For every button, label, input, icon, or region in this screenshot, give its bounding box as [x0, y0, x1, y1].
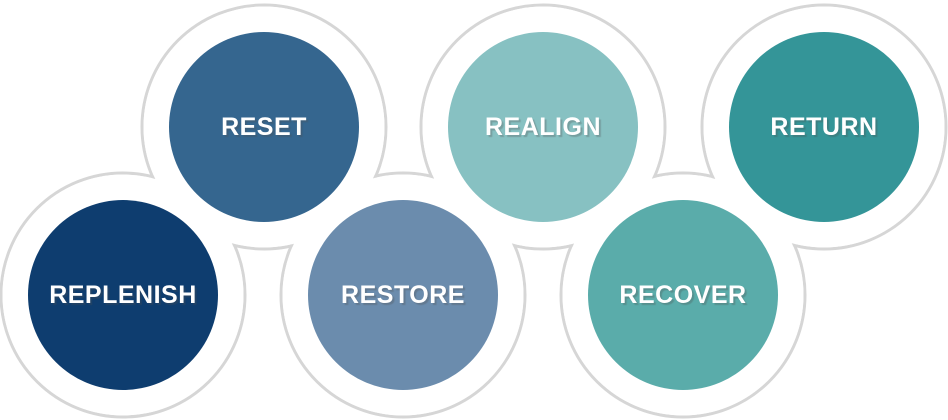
node-return-label: RETURN: [770, 112, 878, 141]
node-return: RETURN: [729, 32, 919, 222]
node-recover-label: RECOVER: [619, 280, 747, 309]
node-restore: RESTORE: [308, 200, 498, 390]
node-realign-label: REALIGN: [485, 112, 601, 141]
node-realign: REALIGN: [448, 32, 638, 222]
node-recover: RECOVER: [588, 200, 778, 390]
node-replenish: REPLENISH: [28, 200, 218, 390]
node-reset-label: RESET: [221, 112, 307, 141]
node-restore-label: RESTORE: [341, 280, 465, 309]
node-replenish-label: REPLENISH: [49, 280, 197, 309]
node-reset: RESET: [169, 32, 359, 222]
